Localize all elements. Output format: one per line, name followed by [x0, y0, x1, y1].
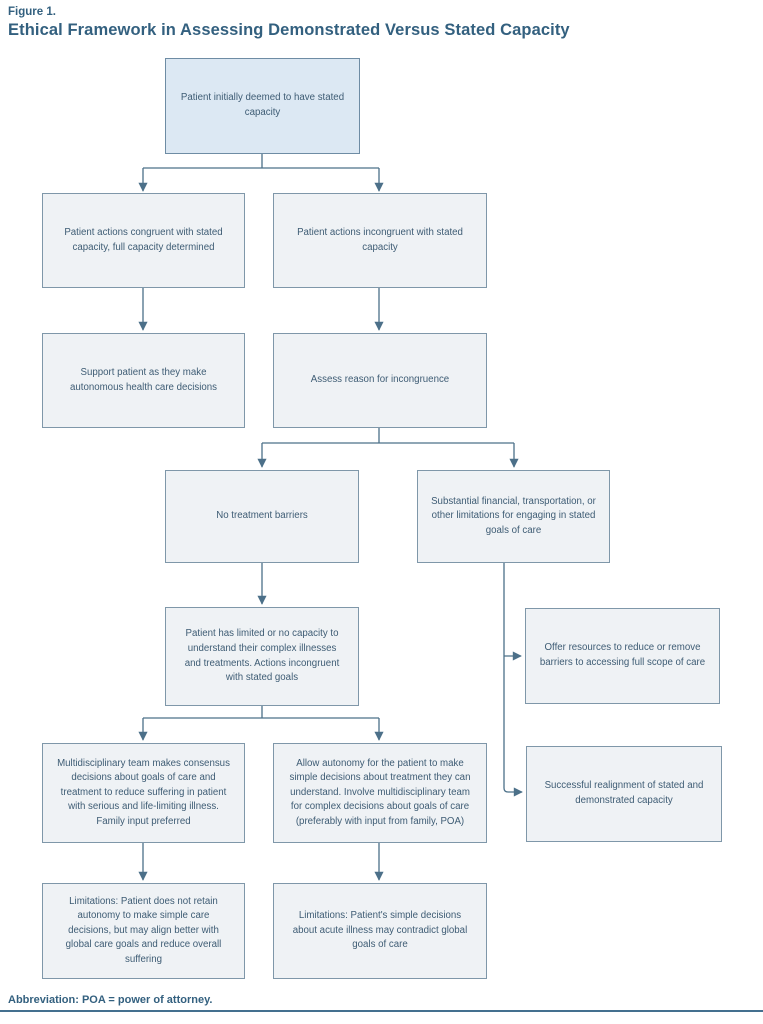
node-text: No treatment barriers — [216, 510, 308, 522]
node-substantial-limitations: Substantial financial, transportation, o… — [417, 470, 610, 563]
node-text: Support patient as they make autonomous … — [69, 366, 218, 393]
node-allow-autonomy: Allow autonomy for the patient to make s… — [273, 743, 487, 843]
node-text: Multidisciplinary team makes consensus d… — [57, 757, 230, 827]
node-assess-reason: Assess reason for incongruence — [273, 333, 487, 428]
node-text: Patient initially deemed to have stated … — [180, 92, 345, 118]
node-stated-capacity: Patient initially deemed to have stated … — [165, 58, 360, 154]
node-actions-incongruent: Patient actions incongruent with stated … — [273, 193, 487, 288]
node-text: Limitations: Patient's simple decisions … — [292, 910, 468, 951]
edge-to-realignment — [503, 563, 523, 797]
node-no-treatment-barriers: No treatment barriers — [165, 470, 359, 563]
node-team-consensus: Multidisciplinary team makes consensus d… — [42, 743, 245, 843]
node-text: Assess reason for incongruence — [310, 374, 450, 386]
node-offer-resources: Offer resources to reduce or remove barr… — [525, 608, 720, 704]
node-limitations-autonomy: Limitations: Patient's simple decisions … — [273, 883, 487, 979]
node-limitations-consensus: Limitations: Patient does not retain aut… — [42, 883, 245, 979]
node-text: Limitations: Patient does not retain aut… — [65, 895, 222, 965]
abbreviation-note: Abbreviation: POA = power of attorney. — [8, 994, 213, 1006]
node-text: Patient actions incongruent with stated … — [297, 226, 463, 253]
node-text: Successful realignment of stated and dem… — [544, 780, 704, 806]
bottom-rule — [0, 1010, 763, 1012]
node-support-patient: Support patient as they make autonomous … — [42, 333, 245, 428]
node-text: Patient actions congruent with stated ca… — [64, 226, 223, 253]
node-text: Patient has limited or no capacity to un… — [184, 628, 340, 684]
node-text: Substantial financial, transportation, o… — [431, 495, 596, 536]
node-successful-realignment: Successful realignment of stated and dem… — [526, 746, 722, 842]
node-limited-capacity: Patient has limited or no capacity to un… — [165, 607, 359, 706]
node-actions-congruent: Patient actions congruent with stated ca… — [42, 193, 245, 288]
node-text: Allow autonomy for the patient to make s… — [289, 757, 471, 827]
figure-title: Ethical Framework in Assessing Demonstra… — [8, 21, 570, 39]
figure-label: Figure 1. — [8, 6, 56, 18]
node-text: Offer resources to reduce or remove barr… — [539, 642, 706, 668]
